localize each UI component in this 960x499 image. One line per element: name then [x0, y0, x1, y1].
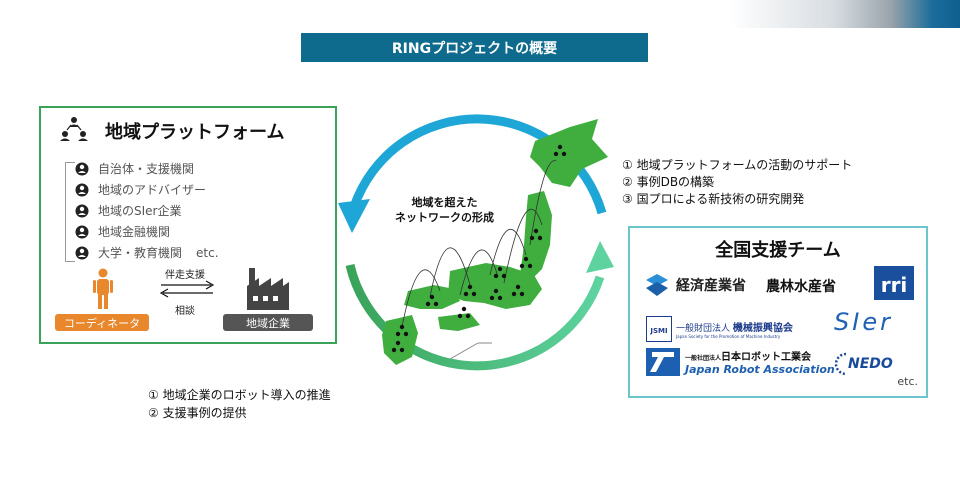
jara-prefix: 一般社団法人: [685, 355, 722, 362]
member-list: 自治体・支援機関 地域のアドバイザー 地域のSIer企業 地域金融機関 大学・教…: [75, 158, 219, 263]
coordinator-person-icon: [93, 268, 113, 309]
arrow-label-consult: 相談: [175, 306, 195, 317]
member-label: 地域のSIer企業: [98, 204, 182, 218]
support-list: ① 地域プラットフォームの活動のサポート ② 事例DBの構築 ③ 国プロによる新…: [622, 156, 852, 207]
member-label: 地域のアドバイザー: [98, 183, 207, 197]
list-item: ① 地域企業のロボット導入の推進: [148, 388, 331, 402]
jara-logo: 一般社団法人日本ロボット工業会 Japan Robot Association: [646, 348, 835, 376]
nedo-name: NEDO: [848, 356, 893, 372]
maff-logo: 農林水産省: [766, 279, 836, 295]
list-item: 自治体・支援機関: [75, 158, 219, 179]
list-item: ② 事例DBの構築: [622, 175, 715, 189]
arrow-head-left: [338, 199, 370, 233]
svg-text:rri: rri: [881, 273, 908, 297]
okinawa-islands: [449, 342, 492, 360]
person-icon: [75, 204, 89, 217]
person-icon: [75, 246, 89, 259]
jara-mark-icon: [646, 348, 680, 376]
arrow-head-right: [586, 241, 614, 273]
nedo-swoosh-icon: [834, 352, 847, 376]
national-team-etc: etc.: [897, 375, 918, 388]
list-item: ① 地域プラットフォームの活動のサポート: [622, 158, 853, 172]
corner-accent-bar: [730, 0, 960, 28]
arrow-label-support: 伴走支援: [165, 270, 205, 281]
network-people-icon: [60, 117, 88, 141]
ri-logo: rri: [874, 266, 914, 300]
kyushu-shape: [382, 315, 418, 365]
member-label: 地域金融機関: [98, 225, 171, 239]
two-way-arrows-icon: [159, 280, 215, 298]
network-cycle-diagram: [338, 114, 614, 371]
national-team-panel: 全国支援チーム 経済産業省 農林水産省 rri JSMI 一般財団法人 機械振興…: [628, 226, 928, 398]
jsmi-prefix: 一般財団法人: [676, 324, 731, 334]
honshu-central-shape: [448, 263, 542, 309]
person-icon: [75, 162, 89, 175]
list-item: 地域のアドバイザー: [75, 179, 219, 200]
company-label: 地域企業: [223, 314, 313, 331]
meti-name: 経済産業省: [676, 278, 746, 294]
jsmi-name: 機械振興協会: [732, 323, 793, 334]
member-label: 大学・教育機関: [98, 246, 183, 260]
regional-platform-panel: 地域プラットフォーム 自治体・支援機関 地域のアドバイザー 地域のSIer企業 …: [39, 106, 337, 344]
hokkaido-shape: [530, 119, 608, 187]
regional-actions-list: ① 地域企業のロボット導入の推進 ② 支援事例の提供: [148, 386, 331, 422]
members-etc: etc.: [196, 245, 219, 260]
member-label: 自治体・支援機関: [98, 162, 195, 176]
list-item: ③ 国プロによる新技術の研究開発: [622, 192, 805, 206]
list-item: 大学・教育機関 etc.: [75, 242, 219, 263]
national-team-title: 全国支援チーム: [715, 240, 841, 261]
jsmi-subtitle: Japan Society for the Promotion of Machi…: [676, 334, 781, 339]
svg-text:JSMI: JSMI: [649, 327, 667, 335]
list-item: 地域のSIer企業: [75, 200, 219, 221]
nedo-logo: NEDO: [830, 352, 893, 376]
network-nodes: [391, 144, 567, 353]
members-bracket: [65, 162, 75, 262]
list-item: ② 支援事例の提供: [148, 406, 247, 420]
network-label-text: 地域を超えた ネットワークの形成: [395, 196, 494, 224]
jara-english-name: Japan Robot Association: [685, 363, 835, 376]
network-label: 地域を超えた ネットワークの形成: [395, 195, 494, 225]
person-icon: [75, 225, 89, 238]
jsmi-logo: JSMI 一般財団法人 機械振興協会 Japan Society for the…: [646, 316, 793, 342]
meti-mark-icon: [646, 274, 668, 296]
honshu-north-shape: [520, 191, 552, 281]
sier-logo: SIer: [834, 308, 893, 336]
factory-icon: [247, 268, 289, 310]
jsmi-mark-icon: JSMI: [646, 316, 672, 342]
meti-logo: 経済産業省: [644, 272, 746, 298]
list-item: 地域金融機関: [75, 221, 219, 242]
ri-mark-icon: rri: [874, 266, 914, 300]
network-arcs: [401, 160, 557, 328]
person-icon: [75, 183, 89, 196]
regional-platform-title: 地域プラットフォーム: [105, 122, 285, 143]
coordinator-label: コーディネータ: [55, 314, 149, 331]
japan-map: [382, 119, 608, 365]
jara-name: 日本ロボット工業会: [721, 352, 812, 363]
page-title: RINGプロジェクトの概要: [301, 33, 648, 62]
